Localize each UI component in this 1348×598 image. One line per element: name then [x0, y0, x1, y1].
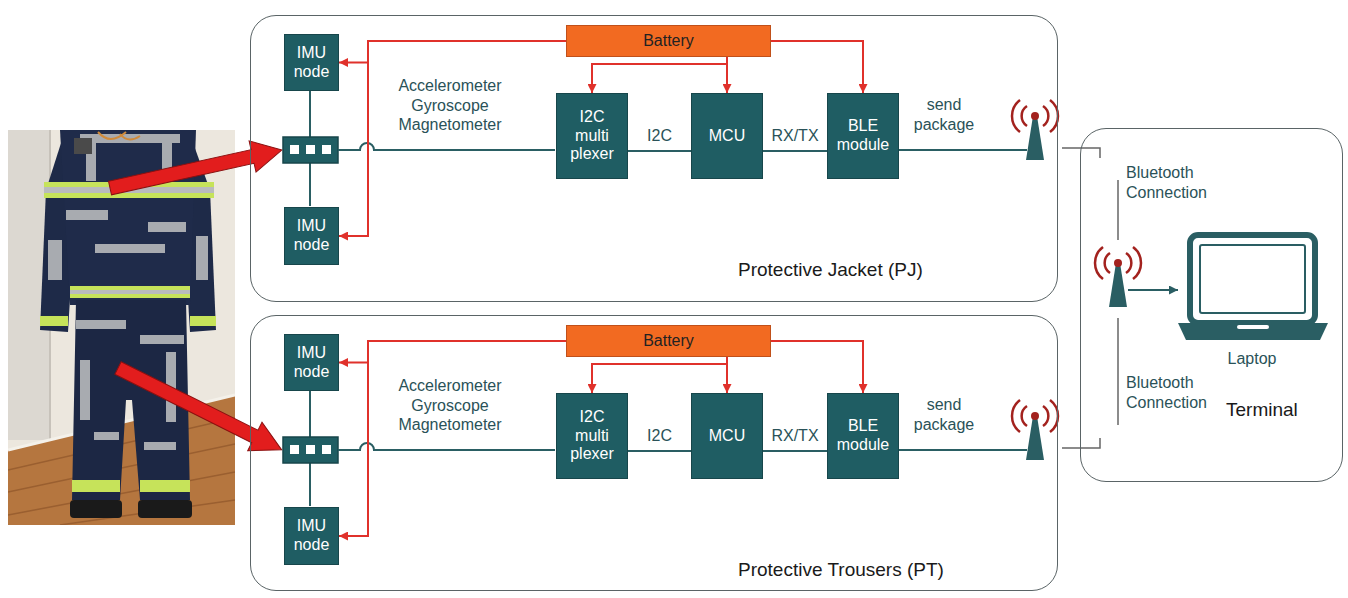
antenna-icon	[1012, 100, 1058, 160]
sensor-box: IMU node	[284, 507, 339, 565]
signal-label: send package	[903, 95, 985, 134]
power-connector	[339, 41, 566, 63]
process-box: BLE module	[827, 393, 899, 479]
edge-label: RX/TX	[769, 427, 820, 445]
power-connector	[726, 357, 728, 393]
antenna-icon	[1095, 247, 1141, 307]
box-label: BLE module	[835, 117, 891, 155]
sensor-wiring	[283, 90, 1027, 206]
signal-label: Accelerometer Gyroscope Magnetometer	[380, 76, 520, 135]
panel-title: Protective Trousers (PT)	[738, 559, 944, 581]
box-label: IMU node	[292, 517, 331, 555]
link-label: Bluetooth Connection	[1126, 163, 1218, 202]
process-box: I2C multi plexer	[556, 393, 628, 479]
process-box: MCU	[691, 93, 763, 179]
battery-box: Battery	[566, 325, 771, 357]
power-connector	[339, 341, 566, 536]
pointer-arrow	[107, 134, 286, 203]
device-panel: Protective Trousers (PT)BatteryIMU nodeI…	[250, 315, 1058, 591]
power-connector	[339, 41, 566, 236]
link-label: Bluetooth Connection	[1126, 373, 1218, 412]
box-label: IMU node	[292, 217, 331, 255]
signal-arrow	[1128, 289, 1178, 291]
sensor-wiring	[283, 390, 1027, 506]
device-label: Laptop	[1212, 349, 1292, 369]
data-connector	[763, 450, 827, 452]
device-panel: Protective Jacket (PJ)BatteryIMU nodeIMU…	[250, 15, 1058, 302]
power-connector	[339, 341, 566, 363]
data-connector	[763, 150, 827, 152]
box-label: I2C multi plexer	[564, 408, 620, 465]
box-label: Battery	[643, 332, 694, 351]
terminal-panel: Terminal	[1080, 128, 1343, 482]
box-label: IMU node	[292, 344, 331, 382]
sensor-box: IMU node	[284, 34, 339, 91]
box-label: BLE module	[835, 417, 891, 455]
box-label: Battery	[643, 32, 694, 51]
panel-title: Protective Jacket (PJ)	[738, 259, 923, 281]
power-connector	[771, 341, 863, 393]
process-box: MCU	[691, 393, 763, 479]
power-connector	[771, 41, 863, 93]
process-box: BLE module	[827, 93, 899, 179]
power-connector	[726, 57, 728, 93]
box-label: I2C multi plexer	[564, 108, 620, 165]
edge-label: RX/TX	[769, 127, 820, 145]
power-connector	[592, 57, 727, 93]
antenna-icon	[1012, 400, 1058, 460]
box-label: MCU	[709, 127, 745, 146]
box-label: IMU node	[292, 44, 331, 82]
panel-title: Terminal	[1226, 399, 1298, 421]
signal-label: send package	[903, 395, 985, 434]
data-connector	[628, 450, 691, 452]
battery-box: Battery	[566, 25, 771, 57]
edge-label: I2C	[645, 127, 674, 145]
signal-label: Accelerometer Gyroscope Magnetometer	[380, 376, 520, 435]
process-box: I2C multi plexer	[556, 93, 628, 179]
sensor-box: IMU node	[284, 207, 339, 265]
sensor-box: IMU node	[284, 334, 339, 391]
bluetooth-link	[1062, 148, 1118, 448]
pointer-arrow	[111, 354, 289, 464]
data-connector	[628, 150, 691, 152]
edge-label: I2C	[645, 427, 674, 445]
laptop-icon	[1178, 235, 1328, 340]
power-connector	[592, 357, 727, 393]
box-label: MCU	[709, 427, 745, 446]
